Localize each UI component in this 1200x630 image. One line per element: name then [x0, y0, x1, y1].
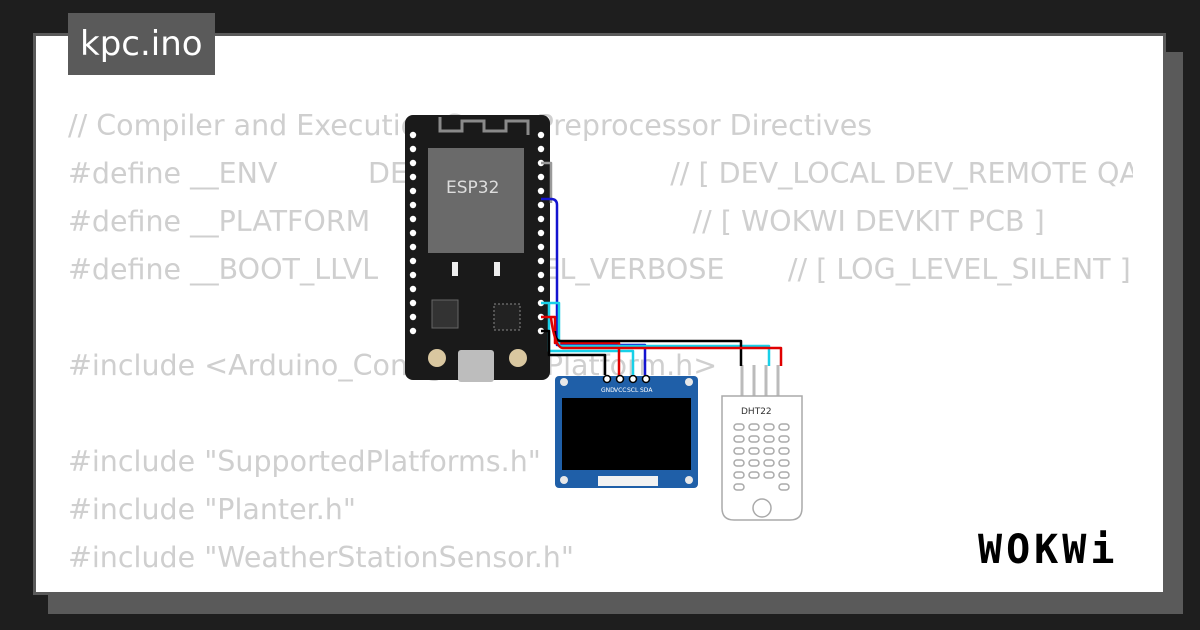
esp32-label: ESP32: [446, 178, 499, 198]
wire-dht-vcc: [549, 317, 783, 366]
oled-pin-label: SDA: [640, 387, 653, 394]
en-button[interactable]: [509, 349, 527, 367]
regulator: [431, 299, 459, 329]
antenna-trace: [438, 117, 530, 135]
boot-button[interactable]: [428, 349, 446, 367]
code-line: #include "Planter.h": [68, 493, 356, 526]
wires: [541, 161, 783, 375]
wokwi-logo: WOKWi: [978, 527, 1119, 573]
wire-dht-data: [549, 301, 771, 366]
wire-vcc: [541, 315, 621, 375]
oled-display[interactable]: GND VCC SCL SDA: [555, 374, 698, 489]
wire-gnd: [541, 329, 607, 375]
wire-sda: [541, 197, 647, 375]
esp32-module-shield: [428, 148, 524, 253]
sensor-grille: [733, 423, 790, 518]
usb-port: [458, 350, 494, 382]
oled-pin-label: VCC: [614, 387, 626, 394]
code-line: #define __ENV DEV_LOCAL // [ DEV_LOCAL D…: [68, 157, 1133, 190]
file-title: kpc.ino: [68, 13, 215, 75]
code-line: #include "WeatherStationSensor.h": [68, 541, 574, 574]
code-line: #define __PLATFORM WOKWI // [ WOKWI DEVK…: [68, 205, 1045, 238]
preview-card: [33, 33, 1166, 595]
esp32-board[interactable]: ESP32: [405, 115, 550, 382]
usb-chip: [493, 303, 521, 331]
code-line: #include "SupportedPlatforms.h": [68, 445, 541, 478]
oled-pin-label: GND: [601, 387, 615, 394]
dht22-label: DHT22: [741, 407, 772, 417]
oled-pin-label: SCL: [627, 387, 639, 394]
wire-dht-gnd: [553, 330, 743, 366]
dht22-sensor[interactable]: DHT22: [721, 365, 803, 521]
